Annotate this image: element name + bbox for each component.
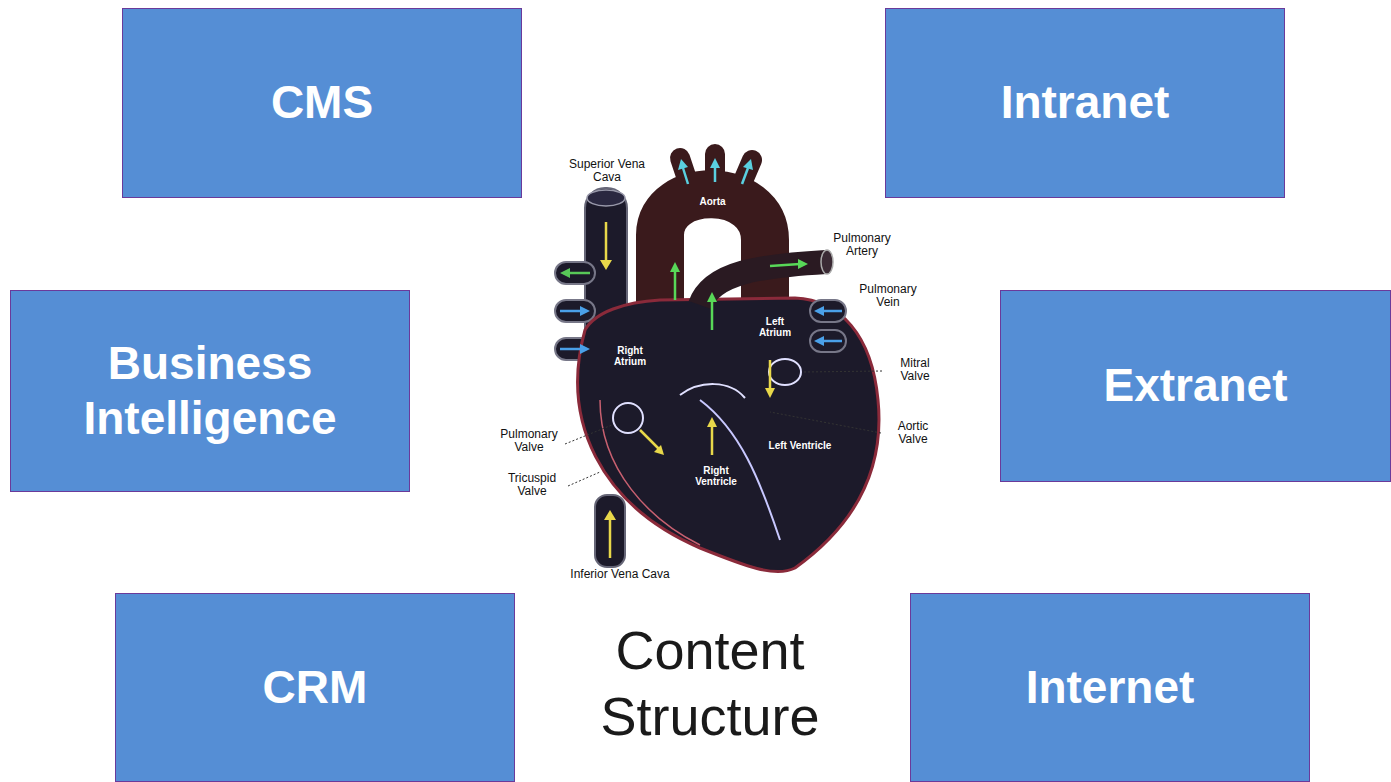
flow-arrow [770, 264, 800, 266]
system-box: Extranet [1000, 290, 1391, 482]
inferior-vena-cava [595, 495, 625, 567]
vein-tube [810, 300, 846, 322]
flow-arrow [822, 310, 842, 313]
flow-arrow [640, 430, 660, 450]
flow-arrow [822, 340, 842, 343]
flow-arrow [710, 158, 720, 168]
vein-tube [555, 262, 595, 284]
flow-arrow [798, 259, 808, 269]
part-name: Inferior Vena Cava [555, 568, 685, 581]
flow-arrow [814, 306, 824, 316]
topic-label: Content Structure [560, 618, 860, 750]
box-label: Intranet [1001, 75, 1170, 130]
flow-arrow [707, 292, 717, 302]
leader-line [565, 425, 612, 444]
pulmonary-artery [700, 262, 826, 305]
flow-arrow [714, 166, 717, 182]
system-box: Intranet [885, 8, 1285, 198]
part-name: Pulmonary Artery [820, 232, 904, 259]
system-box: CRM [115, 593, 515, 782]
flow-arrow [609, 518, 612, 558]
flow-arrow [654, 445, 664, 455]
flow-arrow [678, 159, 688, 170]
part-name: Left Ventricle [768, 440, 832, 451]
flow-arrow [580, 344, 590, 354]
part-name: Right Atrium [603, 345, 657, 367]
flow-arrow [604, 510, 616, 520]
vein-tube [810, 330, 846, 352]
part-name: Left Atrium [750, 316, 800, 338]
leader-line [770, 412, 881, 433]
box-label: CMS [271, 75, 373, 130]
flow-arrow [814, 336, 824, 346]
heart-body [578, 298, 879, 572]
part-name: Pulmonary Valve [494, 428, 564, 455]
box-label: Internet [1026, 660, 1195, 715]
flow-arrow [568, 272, 590, 275]
flow-arrow [742, 168, 748, 184]
valve-ring [769, 359, 801, 385]
box-label: CRM [263, 660, 368, 715]
part-name: Superior Vena Cava [562, 158, 652, 185]
system-box: Internet [910, 593, 1310, 782]
flow-arrow [683, 168, 688, 184]
part-name: Aortic Valve [883, 420, 943, 447]
flow-arrow [580, 306, 590, 316]
flow-arrow [711, 300, 714, 330]
flow-arrow [743, 159, 753, 170]
chamber-wall [600, 400, 700, 545]
flow-arrow [765, 388, 775, 398]
flow-arrow [674, 270, 677, 300]
vessel-opening [587, 190, 625, 206]
flow-arrow [670, 262, 680, 272]
part-name: Right Ventricle [684, 465, 748, 487]
flow-arrow [560, 348, 582, 351]
flow-arrow [711, 425, 714, 455]
system-box: CMS [122, 8, 522, 198]
box-label: Extranet [1103, 358, 1287, 413]
flow-arrow [560, 310, 582, 313]
leader-line [568, 472, 600, 486]
flow-arrow [600, 260, 612, 270]
vessel-opening [821, 250, 833, 274]
part-name: Mitral Valve [885, 357, 945, 384]
box-label: Business Intelligence [22, 336, 398, 446]
flow-arrow [769, 360, 772, 390]
flow-arrow [605, 222, 608, 262]
flow-arrow [707, 417, 717, 427]
flow-arrow [560, 268, 570, 278]
part-name: Aorta [690, 196, 735, 207]
valve-leaflet [680, 384, 745, 398]
vein-tube [555, 300, 595, 322]
part-name: Pulmonary Vein [850, 283, 926, 310]
valve-ring [613, 403, 643, 433]
leader-line [803, 371, 882, 372]
part-name: Tricuspid Valve [497, 472, 567, 499]
system-box: Business Intelligence [10, 290, 410, 492]
